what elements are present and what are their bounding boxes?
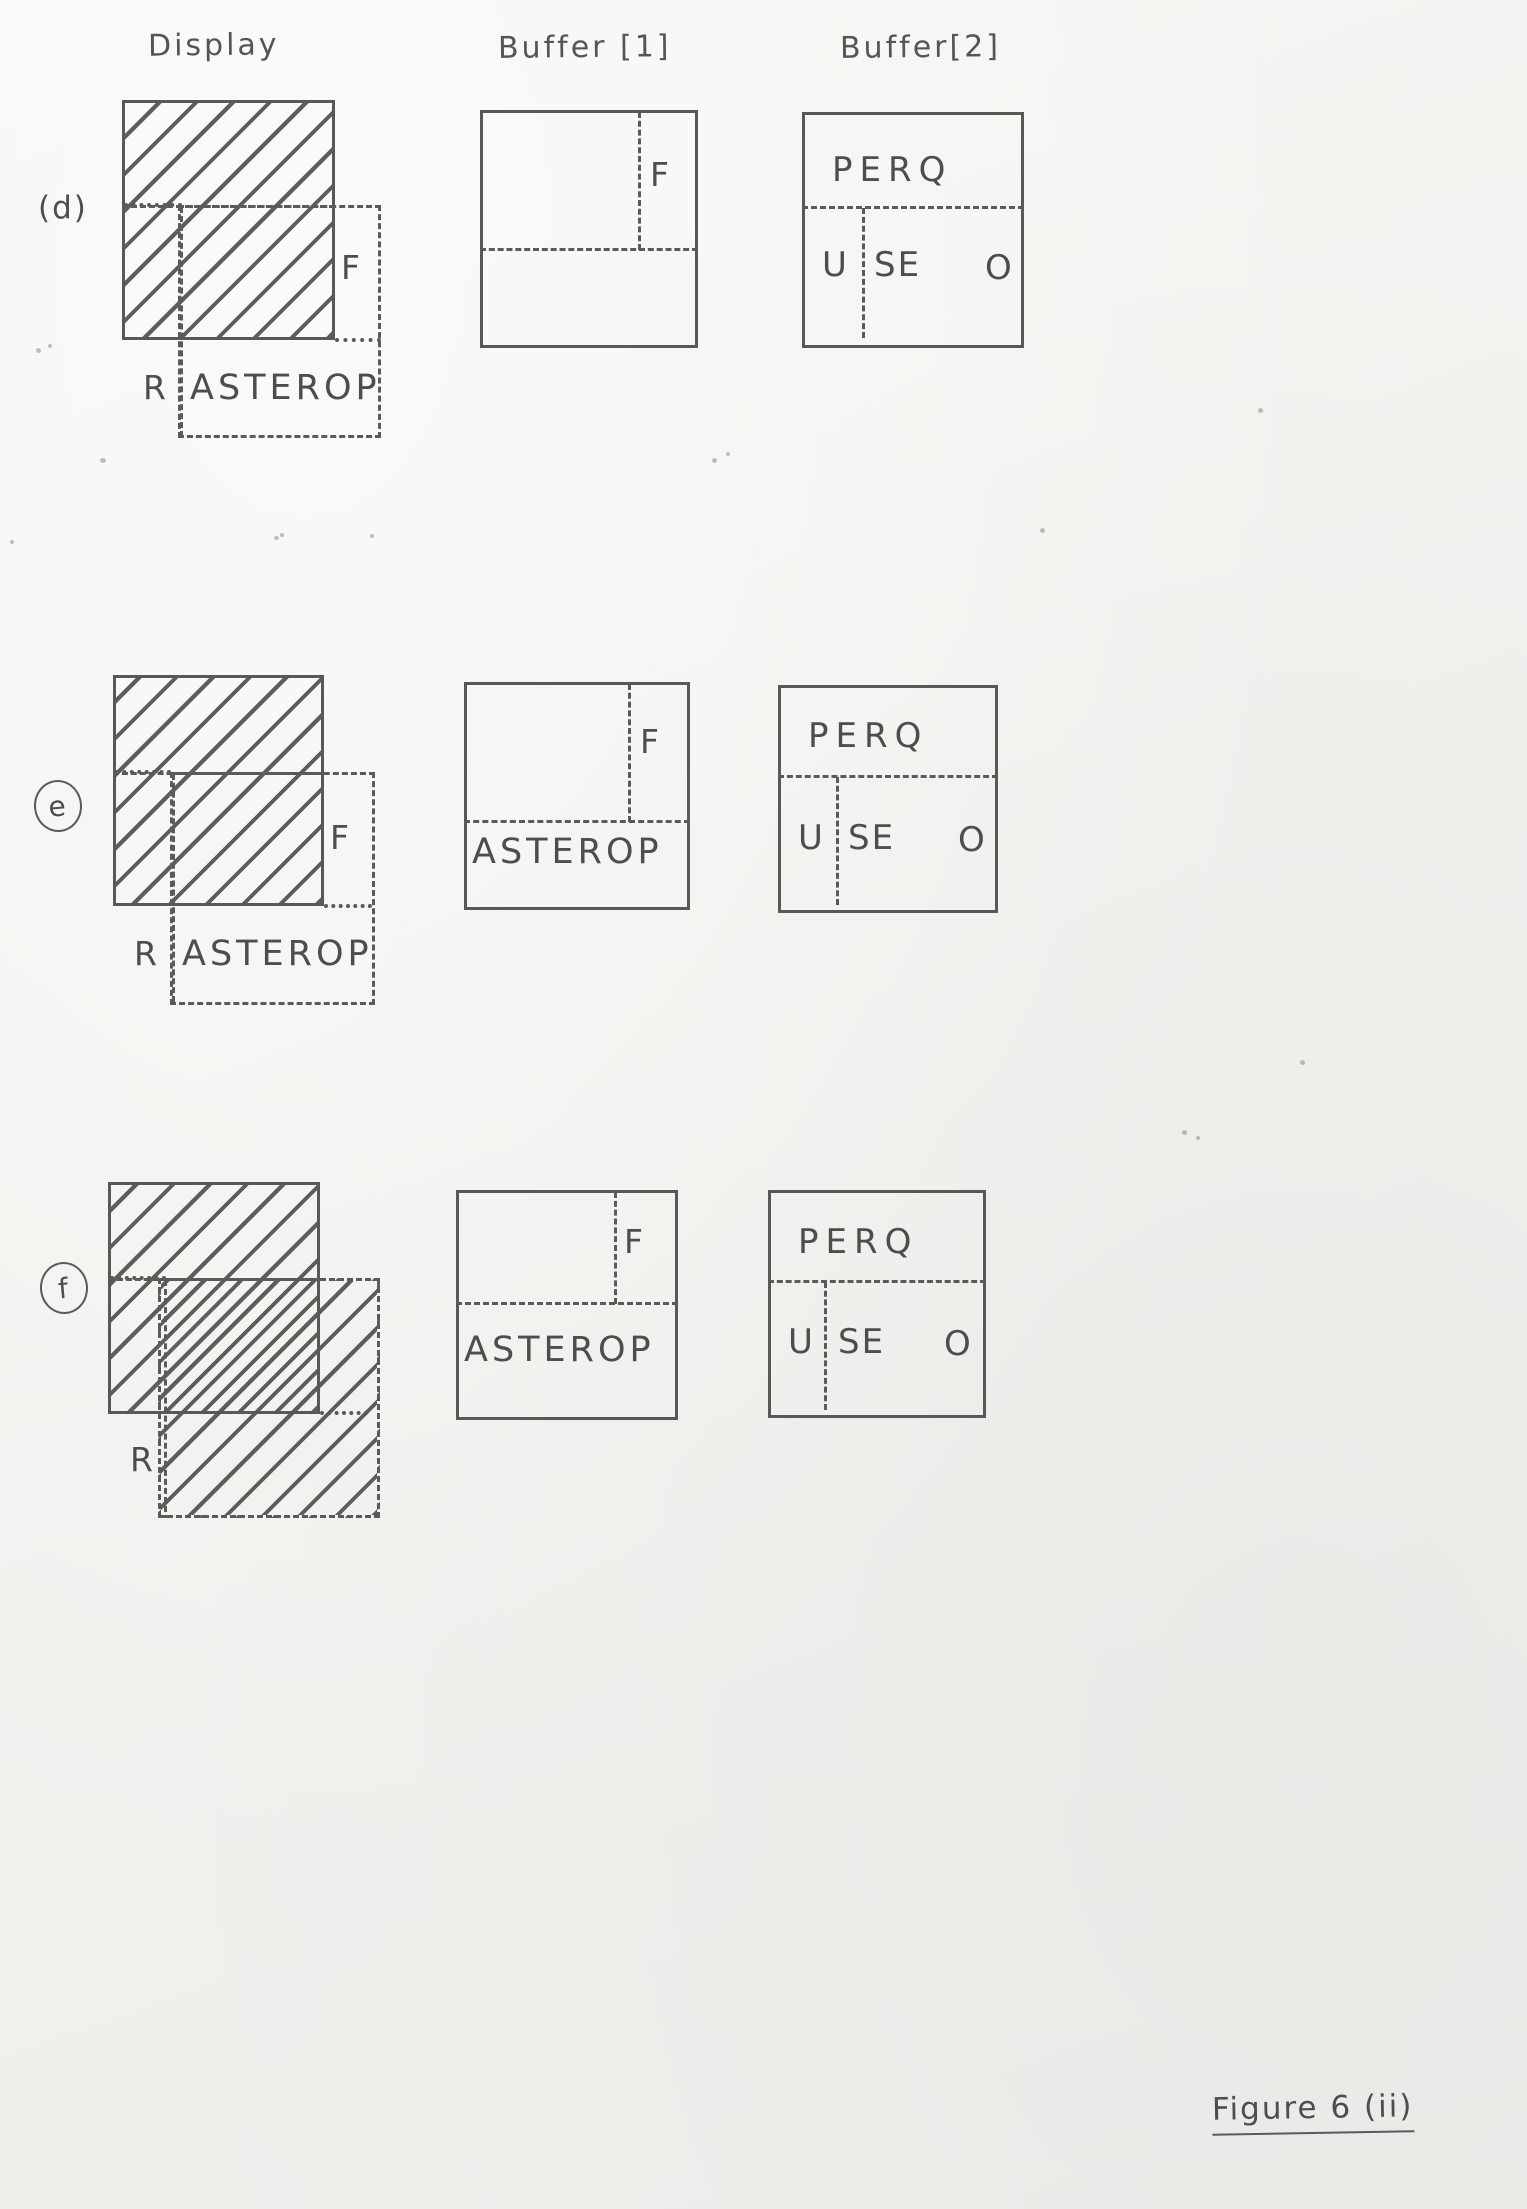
- buffer1-f-split-horizontal: [456, 1302, 678, 1305]
- display-d-dotted-bottom: [335, 338, 381, 342]
- buffer2-d-box: [802, 112, 1024, 348]
- display-d-divider-vertical: [180, 207, 183, 437]
- buffer2-e-bottom-right: O: [958, 820, 992, 860]
- buffer1-e-divider-vertical: [628, 684, 631, 822]
- display-f-split-horizontal: [108, 1278, 320, 1281]
- display-d-split-horizontal: [122, 205, 335, 208]
- buffer2-e-split-horizontal: [778, 775, 998, 778]
- buffer2-d-bottom-right: O: [985, 248, 1019, 288]
- buffer2-e-bottom-left: U: [798, 818, 825, 858]
- buffer2-e-bottom-mid: SE: [848, 818, 896, 858]
- display-e-dotted-bottom: [324, 904, 372, 908]
- display-e-divider-vertical: [172, 774, 175, 1002]
- paper-speck: [1040, 528, 1045, 533]
- buffer2-e-box: [778, 685, 998, 913]
- buffer2-f-bottom-left: U: [788, 1322, 815, 1362]
- buffer2-f-bottom-right: O: [944, 1324, 978, 1364]
- paper-speck: [36, 348, 41, 353]
- paper-speck: [370, 534, 374, 538]
- display-f-divider-vertical: [164, 1280, 167, 1512]
- paper-speck: [48, 344, 52, 348]
- column-header-buffer1: Buffer [1]: [497, 29, 672, 66]
- buffer2-d-top-text: PERQ: [832, 150, 953, 190]
- paper-speck: [1258, 408, 1263, 413]
- buffer1-f-box: [456, 1190, 678, 1420]
- display-e-dotted-segment: [115, 770, 171, 774]
- display-e-hatched-area: [113, 675, 324, 906]
- paper-speck: [712, 458, 717, 463]
- buffer2-d-bottom-left: U: [822, 245, 849, 285]
- display-f-label-r: R: [130, 1440, 155, 1479]
- buffer2-f-split-horizontal: [768, 1280, 986, 1283]
- buffer1-d-label-f: F: [650, 155, 671, 194]
- buffer2-f-box: [768, 1190, 986, 1418]
- buffer2-d-bottom-mid: SE: [874, 245, 922, 285]
- figure-caption: Figure 6 (ii): [1211, 2088, 1414, 2136]
- display-f-dotted-segment: [110, 1276, 166, 1280]
- paper-speck: [10, 540, 14, 544]
- display-d-label-f: F: [341, 248, 362, 287]
- paper-speck: [280, 533, 284, 537]
- paper-speck: [1182, 1130, 1187, 1135]
- buffer1-d-split-horizontal: [480, 248, 698, 251]
- paper-speck: [100, 458, 106, 463]
- buffer1-d-box: [480, 110, 698, 348]
- display-d-label-asterop: ASTEROP: [190, 368, 381, 408]
- column-header-display: Display: [147, 27, 280, 64]
- display-d-dotted-segment: [124, 203, 182, 207]
- buffer1-e-bottom-text: ASTEROP: [472, 832, 663, 872]
- paper-speck: [1300, 1060, 1305, 1065]
- buffer2-d-split-horizontal: [802, 206, 1024, 209]
- row-label-d: (d): [38, 190, 88, 226]
- row-label-e: e: [31, 778, 85, 834]
- display-e-label-asterop: ASTEROP: [182, 934, 373, 974]
- buffer2-f-divider-vertical: [824, 1282, 827, 1410]
- display-f-hatched-area: [108, 1182, 320, 1414]
- paper-speck: [1196, 1136, 1200, 1140]
- paper-speck: [726, 452, 730, 456]
- buffer1-e-label-f: F: [640, 722, 661, 761]
- buffer1-d-divider-vertical: [638, 112, 641, 250]
- display-f-dotted-bottom: [320, 1411, 368, 1415]
- buffer1-e-box: [464, 682, 690, 910]
- buffer2-f-bottom-mid: SE: [838, 1322, 886, 1362]
- paper-speck: [274, 536, 279, 540]
- display-d-label-r: R: [143, 368, 168, 407]
- display-e-split-horizontal: [113, 772, 324, 775]
- buffer1-f-bottom-text: ASTEROP: [464, 1330, 655, 1370]
- column-header-buffer2: Buffer[2]: [839, 29, 1002, 66]
- buffer1-e-split-horizontal: [464, 820, 690, 823]
- buffer1-f-label-f: F: [624, 1222, 645, 1261]
- buffer2-d-divider-vertical: [862, 208, 865, 338]
- display-e-label-f: F: [330, 818, 351, 857]
- buffer2-e-top-text: PERQ: [808, 716, 929, 756]
- buffer2-e-divider-vertical: [836, 777, 839, 905]
- display-e-label-r: R: [134, 934, 159, 973]
- buffer2-f-top-text: PERQ: [798, 1222, 919, 1262]
- display-d-hatched-area: [122, 100, 335, 340]
- row-label-f: f: [37, 1260, 91, 1316]
- buffer1-f-divider-vertical: [614, 1192, 617, 1304]
